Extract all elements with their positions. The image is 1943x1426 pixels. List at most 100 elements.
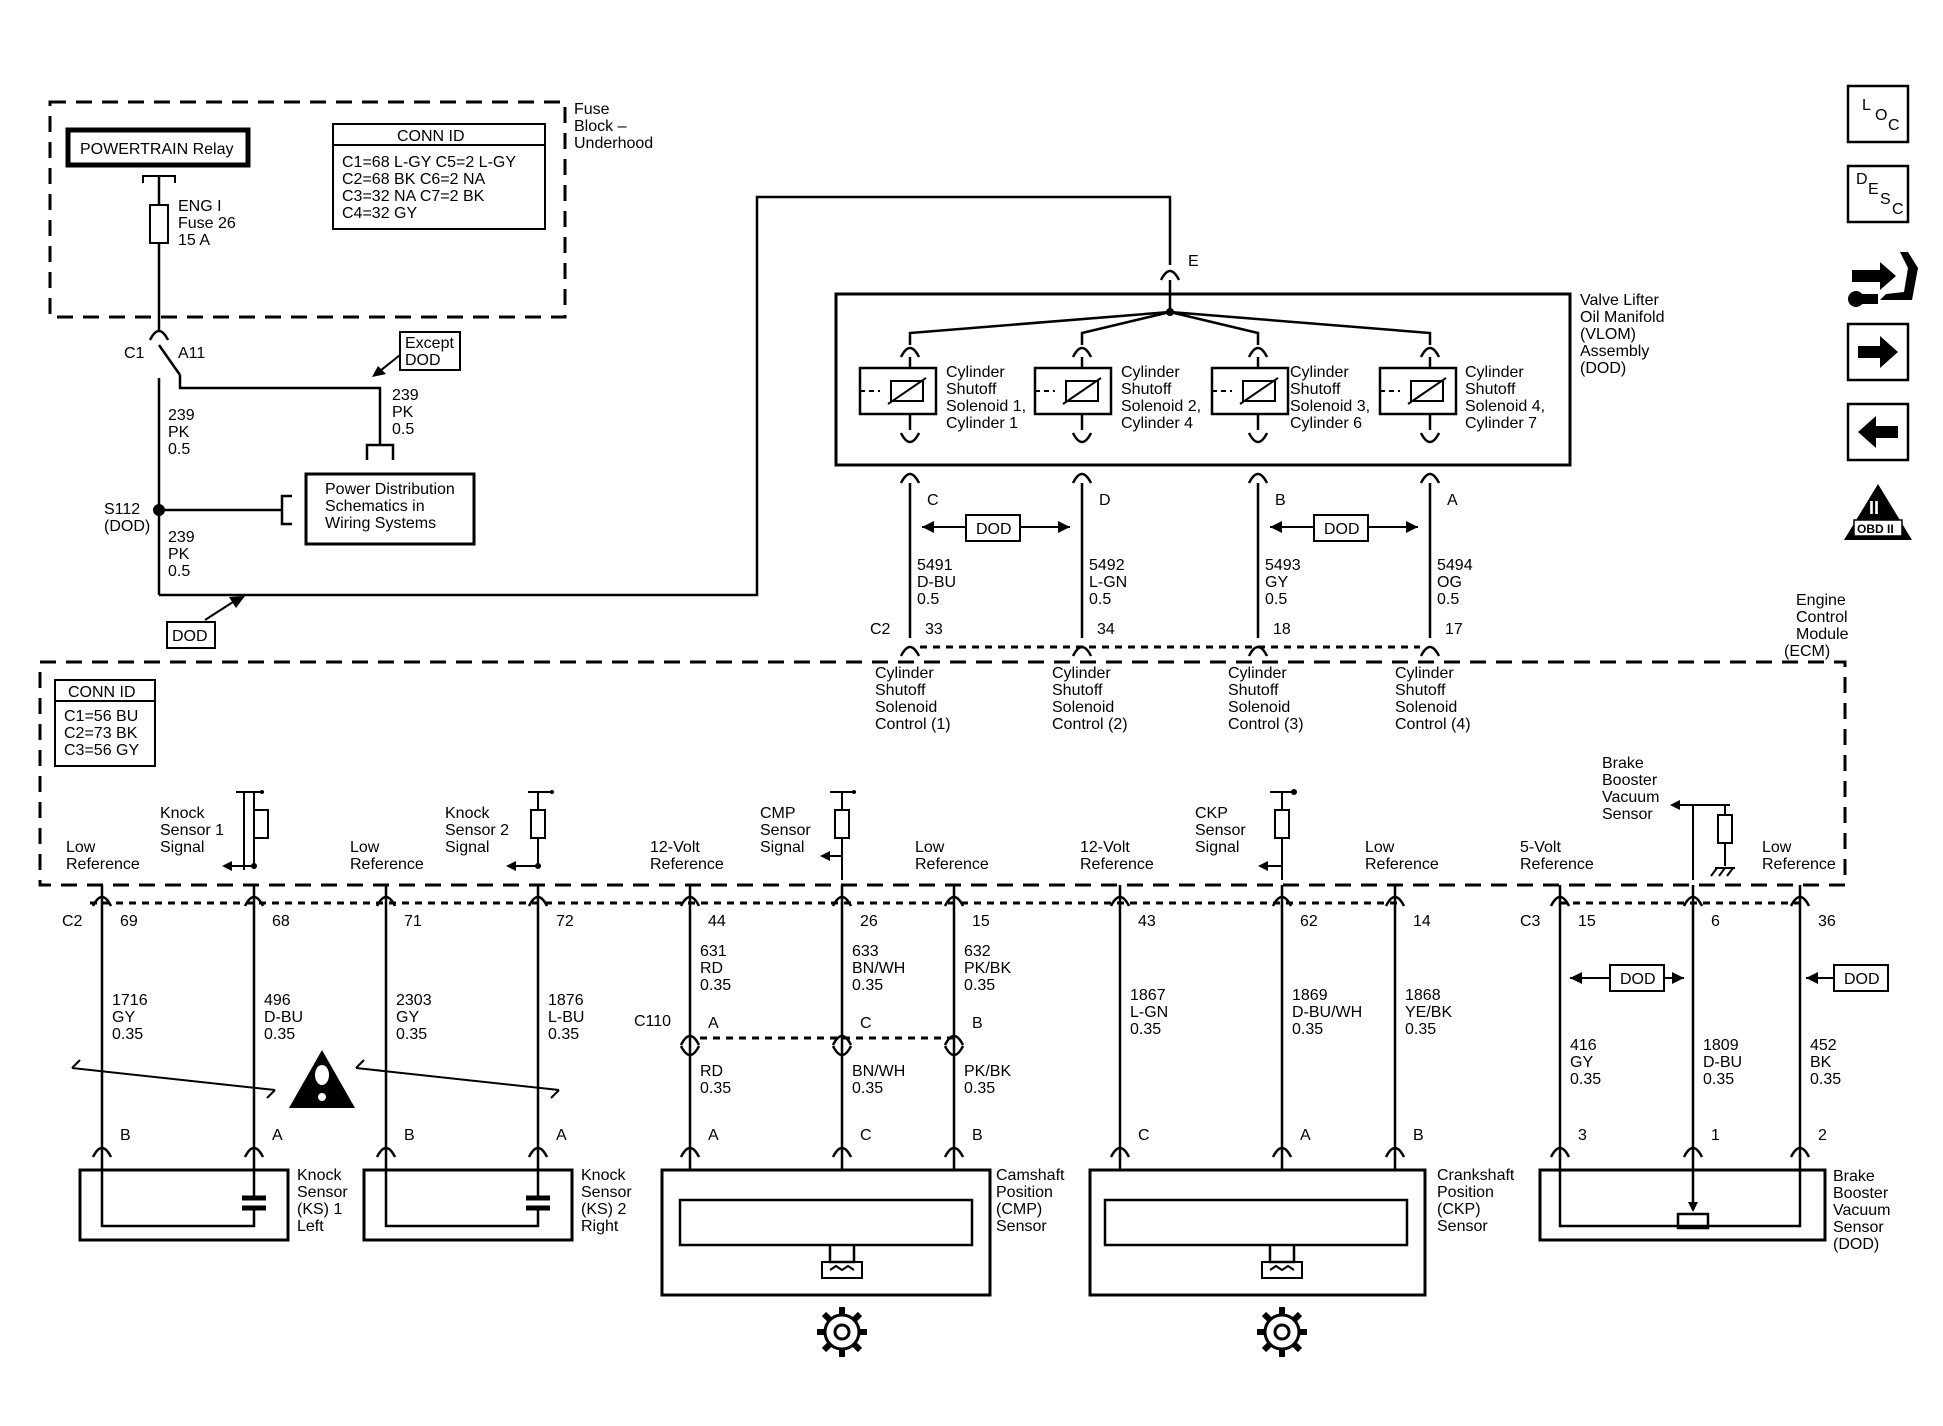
- pin-a11: A11: [178, 345, 205, 362]
- dod-tag-brake-1: [1609, 964, 1665, 992]
- connector-c2-bottom: C2: [62, 913, 83, 930]
- power-distribution-ref[interactable]: [304, 472, 476, 546]
- component-pin: A: [708, 1127, 719, 1144]
- svg-text:18: 18: [1273, 621, 1291, 638]
- solenoid-2: Cylinder Shutoff Solenoid 2, Cylinder 4: [1033, 346, 1206, 444]
- component-terminal: [1271, 1146, 1293, 1158]
- component-terminal: [1789, 1146, 1811, 1158]
- ecm-pin: 14: [1413, 913, 1431, 930]
- desc-icon[interactable]: D E S C: [1846, 164, 1910, 224]
- ecm-pin: 72: [556, 913, 574, 930]
- next-arrow-icon[interactable]: [1846, 322, 1910, 382]
- svg-text:Cylinder Shutoff S: Cylinder Shutoff Solenoid 4, Cylinder 7: [1465, 364, 1550, 432]
- component-pin: A: [272, 1127, 283, 1144]
- svg-text:A: A: [1447, 492, 1458, 509]
- dod-tag-feed: [166, 621, 216, 649]
- component-terminal: [1109, 1146, 1131, 1158]
- svg-text:DOD: DOD: [1844, 971, 1880, 988]
- wire-239-a: 239 PK 0.5: [168, 407, 199, 458]
- ecm-connectors: C2 C3 C110 DOD DOD: [62, 901, 1889, 1040]
- component-terminal: [375, 1146, 397, 1158]
- component-pin: 1: [1711, 1127, 1720, 1144]
- component-pin: C: [1138, 1127, 1150, 1144]
- dod-tag-brake-2: [1833, 964, 1889, 992]
- prev-arrow-icon[interactable]: [1846, 402, 1910, 462]
- solenoid-4: Cylinder Shutoff Solenoid 4, Cylinder 7: [1378, 346, 1550, 444]
- fuse-block-label: Fuse Block – Underhood: [574, 101, 653, 152]
- component-terminal: [91, 1146, 113, 1158]
- ecm-conn-id-rows: C1=56 BU C2=73 BK C3=56 GY: [64, 708, 143, 759]
- svg-text:Power Distribution Schem: Power Distribution Schematics in Wiring …: [325, 481, 459, 532]
- component-pin: B: [972, 1127, 983, 1144]
- svg-text:Cylinder Shutoff S: Cylinder Shutoff Solenoid 3, Cylinder 6: [1290, 364, 1375, 432]
- svg-text:DOD: DOD: [1620, 971, 1656, 988]
- svg-text:D: D: [1856, 171, 1868, 188]
- component-pin: A: [1300, 1127, 1311, 1144]
- component-terminal: [1384, 1146, 1406, 1158]
- solenoid-3: Cylinder Shutoff Solenoid 3, Cylinder 6: [1210, 346, 1375, 444]
- gear-icon: [817, 1307, 867, 1357]
- ecm-pin: 6: [1711, 913, 1720, 930]
- pin-e: E: [1188, 253, 1199, 270]
- connector-c2-top: C2: [870, 621, 891, 638]
- splice-label: S112 (DOD): [104, 501, 150, 535]
- ecm-pin: 62: [1300, 913, 1318, 930]
- loc-icon[interactable]: L O C: [1846, 84, 1910, 144]
- c110-terminal-bottom: [943, 1045, 965, 1057]
- ecm-conn-id-title: CONN ID: [68, 684, 136, 701]
- component-pin: B: [1413, 1127, 1424, 1144]
- svg-text:34: 34: [1097, 621, 1115, 638]
- connector-icon[interactable]: [1848, 252, 1918, 307]
- fuse-icon: [149, 204, 169, 244]
- vlom-assembly: E Valve Lifter Oil Manifold (VLOM) Assem…: [834, 253, 1669, 467]
- svg-text:33: 33: [925, 621, 943, 638]
- component-pin: C: [860, 1127, 872, 1144]
- component-terminal: [679, 1146, 701, 1158]
- component-terminal: [831, 1146, 853, 1158]
- svg-text:DOD: DOD: [172, 628, 208, 645]
- svg-text:Cylinder Shutoff S: Cylinder Shutoff Solenoid 2, Cylinder 4: [1121, 364, 1206, 432]
- obd-ii-icon[interactable]: II OBD II: [1844, 484, 1912, 540]
- component-pin: B: [120, 1127, 131, 1144]
- c110-pin: B: [972, 1015, 983, 1032]
- vlom-label: Valve Lifter Oil Manifold (VLOM) Assembl…: [1580, 292, 1669, 377]
- ecm-pin: 44: [708, 913, 726, 930]
- solenoid-1: Cylinder Shutoff Solenoid 1, Cylinder 1: [858, 346, 1026, 444]
- fuse-label: ENG I Fuse 26 15 A: [178, 198, 240, 249]
- c110-pin: C: [860, 1015, 872, 1032]
- ecm-pin: 26: [860, 913, 878, 930]
- svg-text:DOD: DOD: [1324, 521, 1360, 538]
- ecm-pin: 43: [1138, 913, 1156, 930]
